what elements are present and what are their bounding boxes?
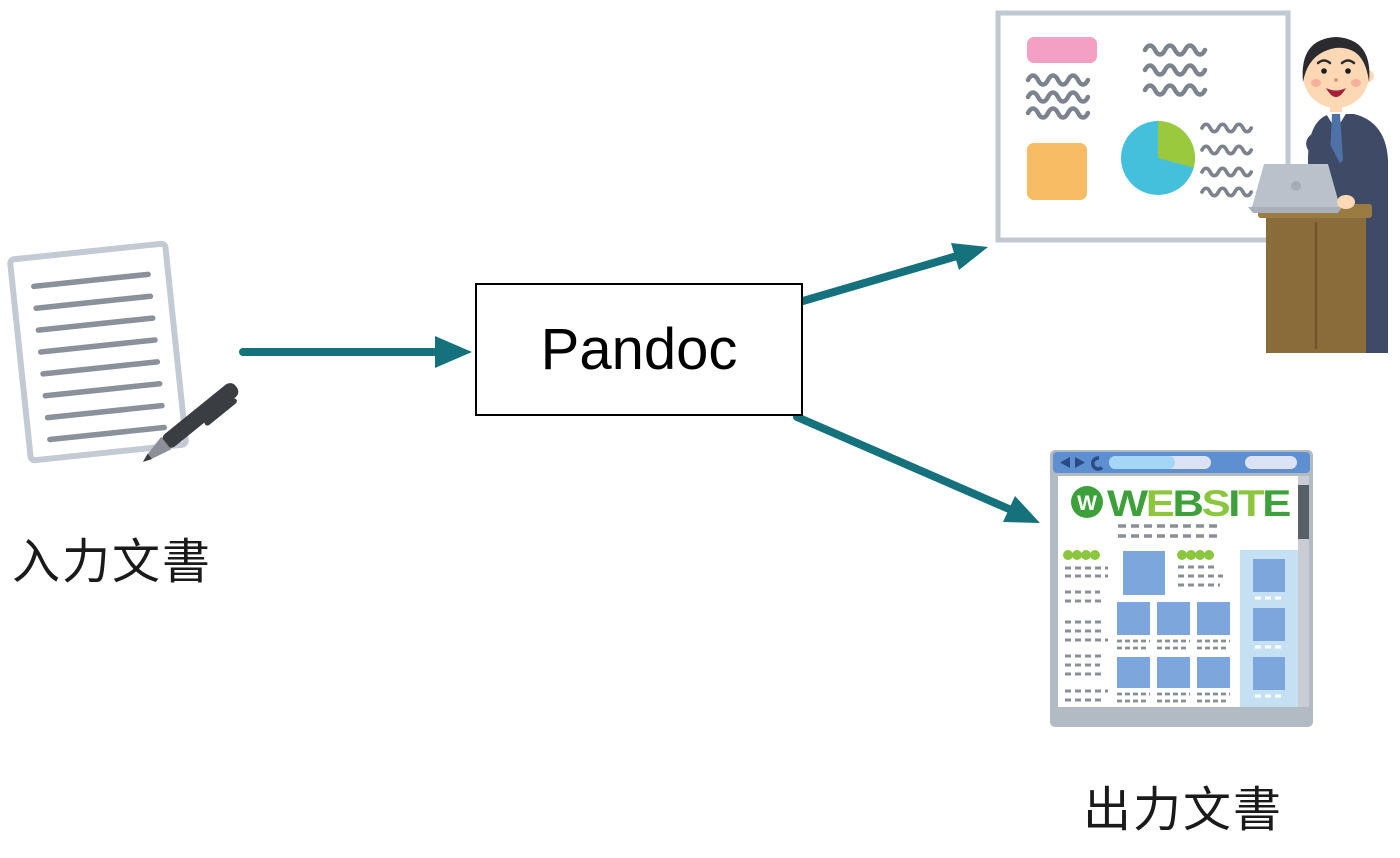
page-text-dashes [1118,524,1222,538]
suit-arm [1306,132,1352,199]
search-bar [1245,456,1297,469]
slide-pink-block [1027,37,1097,63]
document-with-pen-illustration [7,240,239,464]
scrollbar-track [1298,476,1309,707]
feature-image-block [1123,551,1165,595]
back-icon [1060,457,1070,468]
forward-icon [1075,457,1085,468]
arrow-head [435,336,472,368]
feature-text-dashes [1178,565,1223,587]
arrow-pandoc-to-website [793,413,1040,523]
refresh-icon [1091,456,1104,471]
presenter-head [1302,37,1374,108]
arrow-shaft [799,252,961,305]
mouth [1326,88,1346,97]
podium [1258,204,1372,353]
arrow-head [951,243,988,270]
pen [142,383,239,463]
sidebar [1240,550,1298,707]
presenter-with-slide-illustration [995,10,1388,353]
left-column [1063,550,1108,702]
section-heading-dots [1177,550,1214,560]
input-document-label: 入力文書 [12,536,213,589]
hand [1337,195,1355,209]
paper-text-lines [31,271,168,443]
presenter-person [1248,37,1388,353]
slide-board [995,10,1291,243]
arrow-input-to-pandoc [239,336,472,368]
pandoc-label: Pandoc [540,317,738,382]
hair [1302,37,1370,82]
scrollbar-thumb [1298,485,1309,539]
arrow-pandoc-to-presentation [799,243,988,305]
slide-pie-chart [1121,121,1195,195]
pandoc-node: Pandoc [475,283,803,416]
slide-orange-block [1027,143,1087,200]
laptop [1248,164,1342,213]
paper-sheet [7,240,189,464]
arrow-shaft [793,413,1013,513]
thumbnail-grid [1117,602,1230,703]
arrow-head [1003,496,1040,523]
output-document-label: 出力文書 [1083,784,1284,837]
logo-letter: W [1077,492,1097,515]
